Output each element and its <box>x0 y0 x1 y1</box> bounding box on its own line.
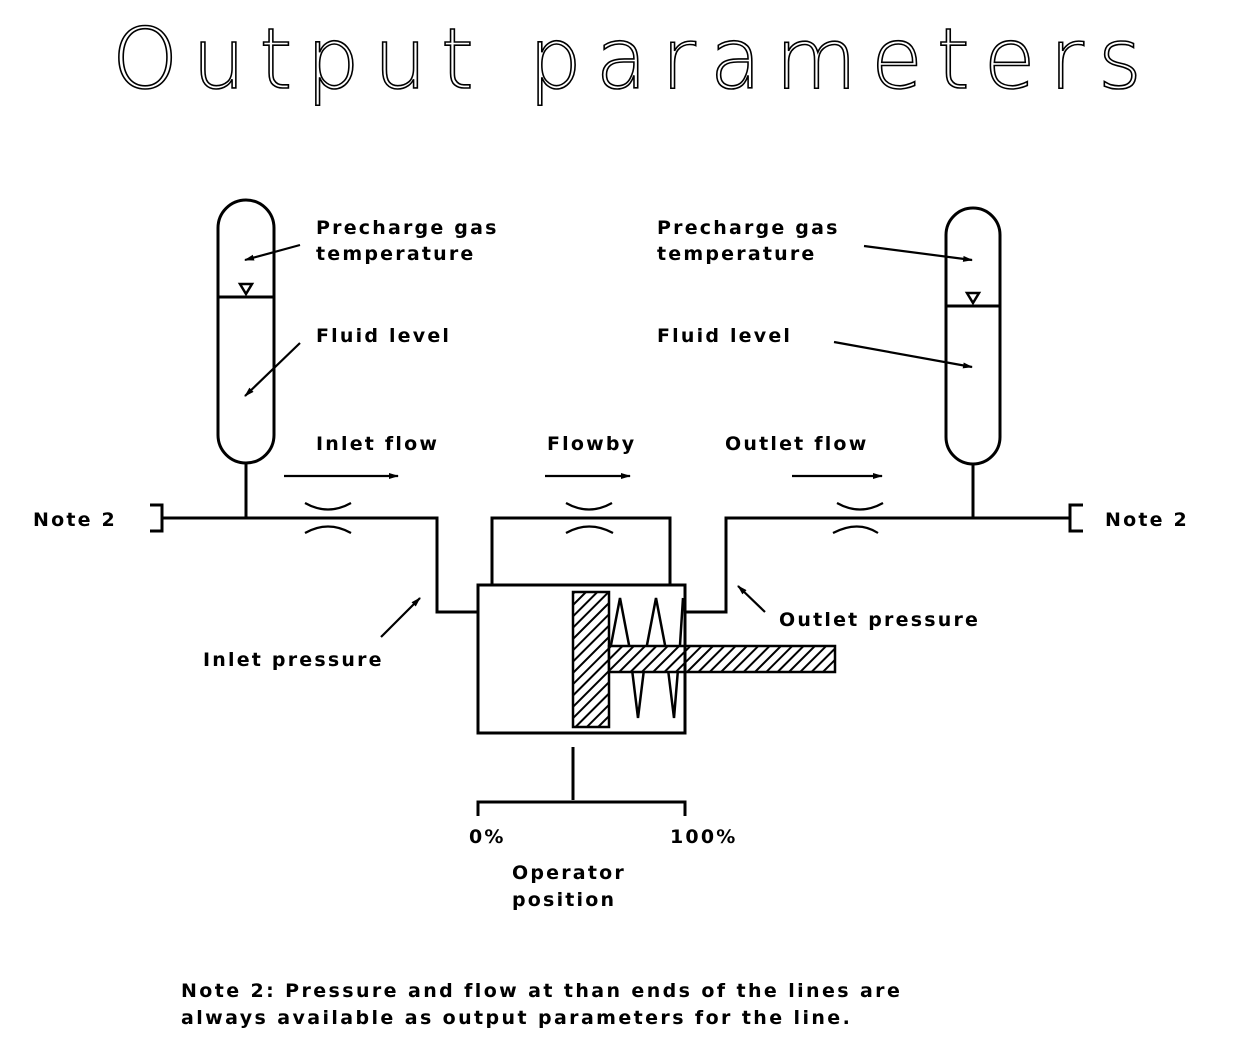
left-gas-temp-label-2: temperature <box>316 243 476 265</box>
outlet-pressure-arrow-icon <box>737 585 766 613</box>
left-fluid-level-label: Fluid level <box>316 325 451 347</box>
right-fluid-level-label: Fluid level <box>657 325 792 347</box>
flowby-orifice-icon <box>565 502 614 534</box>
outlet-line <box>685 516 1070 614</box>
valve-spring-icon <box>609 597 685 719</box>
left-gas-temp-label-1: Precharge gas <box>316 217 499 239</box>
right-fluid-level-arrow-icon <box>833 340 973 369</box>
flowby-line <box>490 516 672 585</box>
right-accumulator: Precharge gas temperature Fluid level <box>657 206 1002 518</box>
right-line-end-bracket <box>1068 503 1083 533</box>
footnote-line-2: always available as output parameters fo… <box>181 1007 852 1029</box>
inlet-pressure-label: Inlet pressure <box>203 649 384 671</box>
right-gas-temp-arrow-icon <box>863 244 973 262</box>
operator-scale-bracket <box>476 800 687 816</box>
left-level-marker-icon <box>237 282 255 297</box>
left-line-end-bracket <box>150 503 164 533</box>
right-level-marker-icon <box>964 291 982 306</box>
valve-stem <box>607 644 837 674</box>
operator-min-label: 0% <box>469 826 506 848</box>
flowby-label: Flowby <box>547 433 636 455</box>
left-accumulator-vessel <box>216 198 276 465</box>
left-gas-temp-arrow-icon <box>244 243 301 262</box>
outlet-orifice-icon <box>832 502 884 534</box>
inlet-line <box>162 516 479 614</box>
right-gas-temp-label-2: temperature <box>657 243 817 265</box>
inlet-flow-label: Inlet flow <box>316 433 439 455</box>
valve <box>476 583 837 735</box>
outlet-flow-label: Outlet flow <box>725 433 868 455</box>
inlet-orifice-icon <box>304 502 352 534</box>
left-fluid-level-arrow-icon <box>244 342 301 397</box>
outlet-pressure-label: Outlet pressure <box>779 609 980 631</box>
left-accumulator: Precharge gas temperature Fluid level <box>216 198 499 518</box>
operator-position-scale: 0% 100% Operator position <box>469 747 738 911</box>
operator-max-label: 100% <box>670 826 738 848</box>
right-accumulator-vessel <box>944 206 1002 466</box>
inlet-pressure-arrow-icon <box>380 597 421 638</box>
piping <box>150 503 1083 614</box>
operator-label-1: Operator <box>512 862 626 884</box>
right-line-end-note: Note 2 <box>1105 509 1189 531</box>
left-line-end-note: Note 2 <box>33 509 117 531</box>
footnote-line-1: Note 2: Pressure and flow at than ends o… <box>181 980 902 1002</box>
right-gas-temp-label-1: Precharge gas <box>657 217 840 239</box>
operator-label-2: position <box>512 889 616 911</box>
valve-piston <box>571 590 611 729</box>
page-title: Output parameters <box>112 10 1156 108</box>
